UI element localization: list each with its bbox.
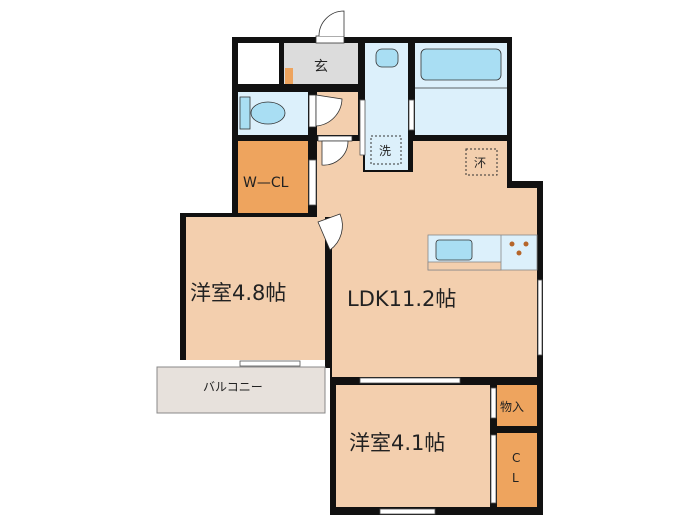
western-room-2 — [336, 385, 490, 507]
ldk-room — [317, 141, 537, 377]
toilet-door[interactable] — [308, 94, 343, 128]
ldk-label: LDK11.2帖 — [347, 287, 456, 311]
front-door[interactable] — [315, 10, 345, 44]
wash-basin-icon — [375, 48, 399, 68]
washer-space — [370, 135, 402, 165]
balcony-label: バルコニー — [203, 380, 263, 394]
walk-in-closet — [238, 141, 308, 213]
range-hood-icon — [465, 148, 498, 176]
walk-in-closet-label: W—CL — [243, 175, 289, 191]
storage-label: 物入 — [500, 400, 524, 414]
entrance-room — [284, 43, 358, 84]
room1-door[interactable] — [317, 213, 343, 251]
western-room-1-label: 洋室4.8帖 — [190, 281, 286, 305]
counter-edge — [427, 261, 502, 271]
stove-icon — [509, 241, 529, 256]
closet-label-l: L — [512, 471, 519, 485]
western-room-2-label: 洋室4.1帖 — [349, 431, 445, 455]
entrance-label: 玄 — [314, 58, 328, 75]
closet-label-c: C — [512, 451, 520, 465]
shoe-cabinet — [285, 68, 293, 84]
toilet-bowl-icon — [250, 101, 286, 125]
balcony — [156, 366, 326, 414]
bathtub-icon — [420, 48, 502, 81]
range-hood-marker: 㳅 — [474, 156, 486, 170]
toilet-tank-icon — [239, 96, 251, 130]
storage-closet — [497, 385, 537, 426]
storage-top-left — [238, 43, 279, 84]
washer-marker: 洗 — [379, 144, 391, 158]
closet — [497, 433, 537, 507]
kitchen-sink-icon — [435, 239, 473, 261]
western-room-1 — [186, 217, 325, 360]
sliding-doors[interactable] — [239, 99, 543, 515]
hall-door[interactable] — [317, 135, 353, 166]
